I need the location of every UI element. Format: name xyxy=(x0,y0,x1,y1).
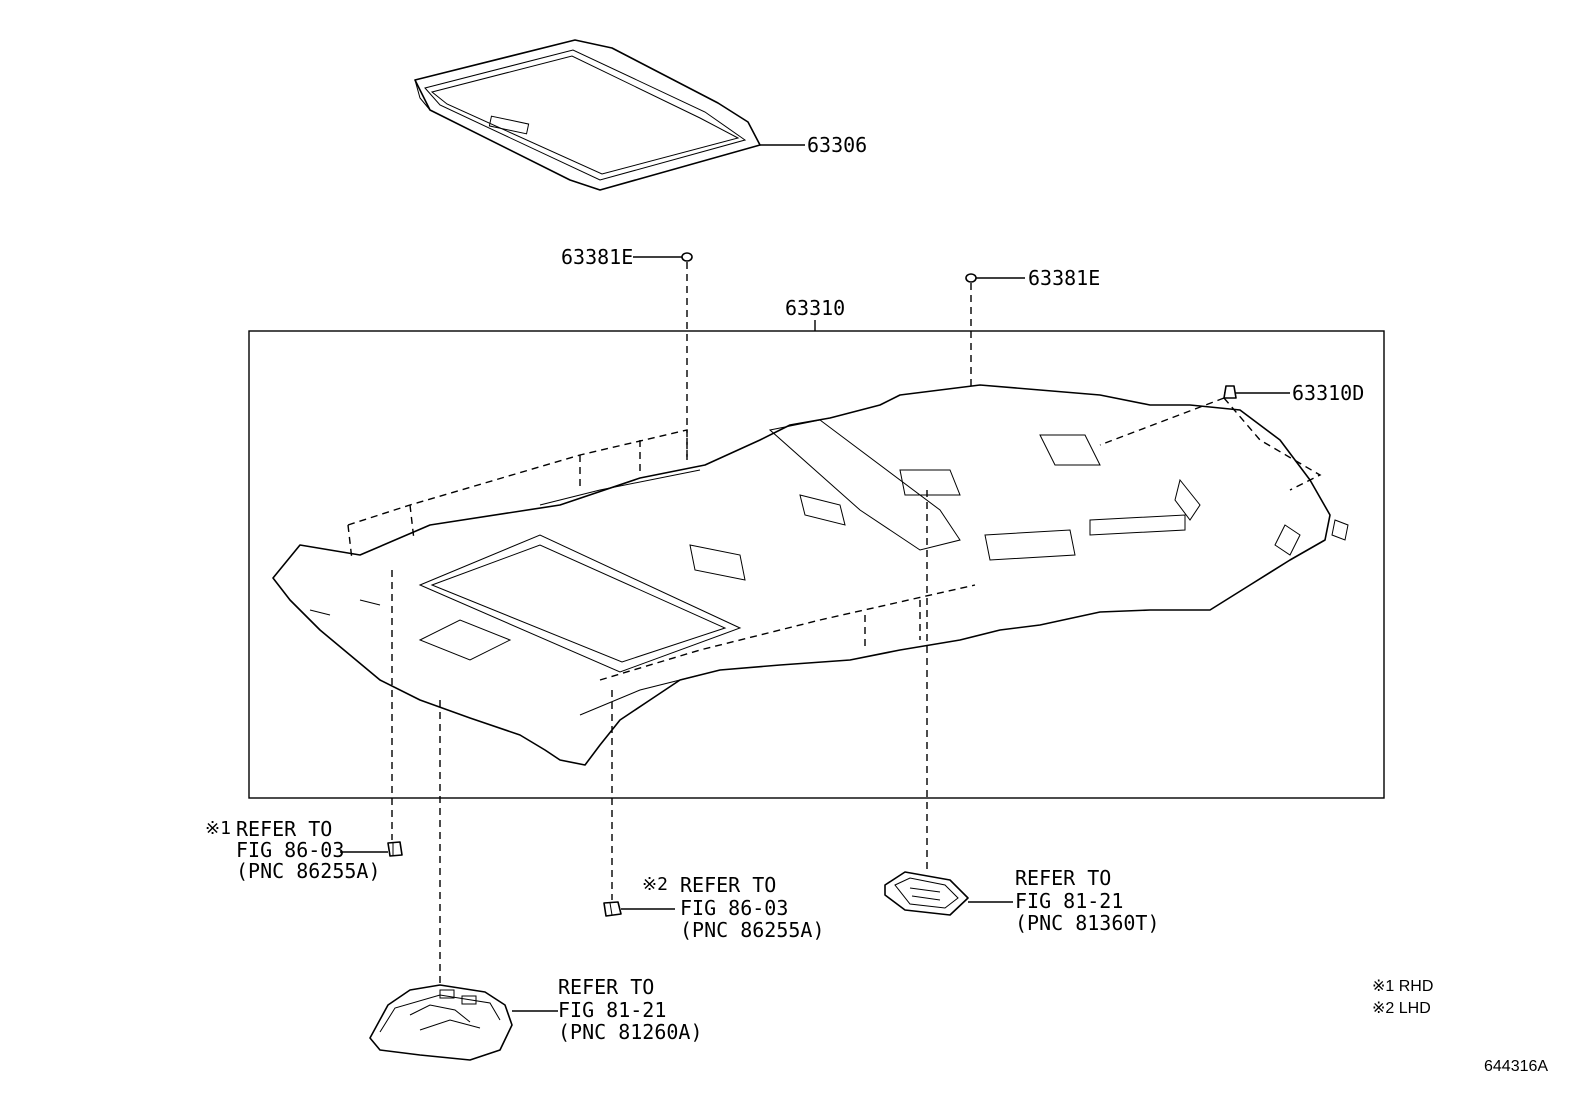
rhd-clip[interactable] xyxy=(387,841,403,857)
ref3-line2[interactable]: FIG 81-21 xyxy=(1015,889,1124,913)
ref3-line3: (PNC 81360T) xyxy=(1015,911,1160,935)
clip-right[interactable] xyxy=(965,273,977,283)
fastener-63310D[interactable] xyxy=(1223,385,1237,399)
ref1-line2[interactable]: FIG 86-03 xyxy=(236,838,345,862)
overhead-console-81260A[interactable] xyxy=(369,984,513,1061)
legend-note-lhd: ※2 LHD xyxy=(1372,1000,1431,1017)
headliner-frame xyxy=(248,330,1385,799)
callout-63310[interactable]: 63310 xyxy=(785,296,846,320)
callout-63381E-right[interactable]: 63381E xyxy=(1028,266,1101,290)
ref2-line3: (PNC 86255A) xyxy=(680,918,825,942)
ref4-line1: REFER TO xyxy=(558,975,655,999)
ref2-line2[interactable]: FIG 86-03 xyxy=(680,896,789,920)
ref1-line1: REFER TO xyxy=(236,817,333,841)
lhd-clip[interactable] xyxy=(603,901,622,917)
ref4-line2[interactable]: FIG 81-21 xyxy=(558,998,667,1022)
dome-lamp-81360T[interactable] xyxy=(884,871,969,916)
figure-id: 644316A xyxy=(1484,1058,1549,1075)
ref2-line1: REFER TO xyxy=(680,873,777,897)
ref1-line3: (PNC 86255A) xyxy=(236,859,381,883)
callout-63306[interactable]: 63306 xyxy=(807,133,868,157)
clip-left[interactable] xyxy=(681,252,693,262)
callout-63310D[interactable]: 63310D xyxy=(1292,381,1365,405)
ref1-mark: ※1 xyxy=(205,818,231,839)
ref2-mark: ※2 xyxy=(642,874,668,895)
ref3-line1: REFER TO xyxy=(1015,866,1112,890)
legend-note-rhd: ※1 RHD xyxy=(1372,978,1434,995)
sunshade-panel[interactable] xyxy=(414,39,761,191)
callout-63381E-left[interactable]: 63381E xyxy=(561,245,634,269)
headliner[interactable] xyxy=(272,384,1349,766)
ref4-line3: (PNC 81260A) xyxy=(558,1020,703,1044)
